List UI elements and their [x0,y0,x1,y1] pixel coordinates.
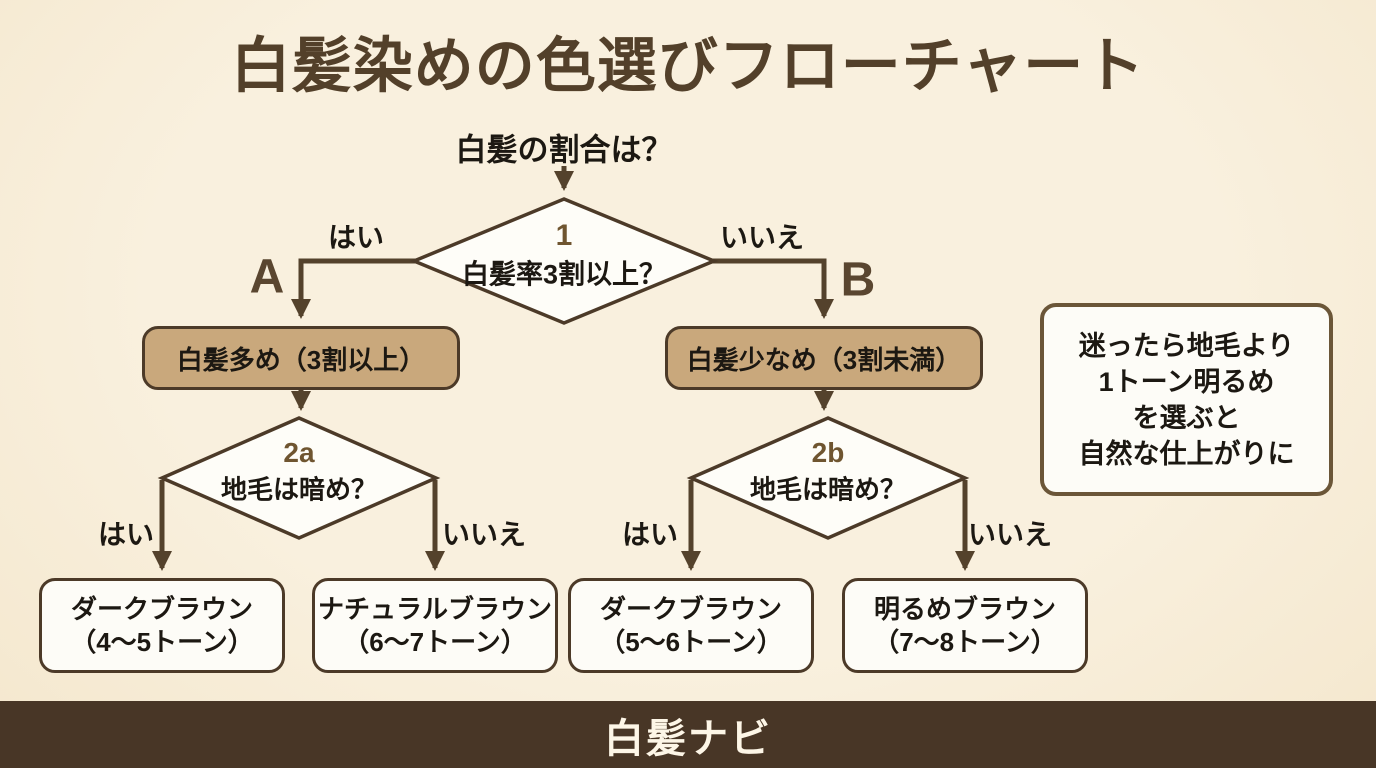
result-name: ダークブラウン [70,593,253,624]
tip-line: を選ぶと [1132,402,1241,433]
state-box-few-gray-label: 白髪少なめ（3割未満） [686,344,962,375]
result-tone: （4〜5トーン） [70,626,254,657]
page-title: 白髪染めの色選びフローチャート [230,32,1146,100]
footer-bar: 白髪ナビ [0,701,1376,768]
result-name: ナチュラルブラウン [317,593,552,624]
decision2a-number: 2a [283,437,315,468]
tip-line: 1トーン明るめ [1098,366,1275,397]
connector-decision1-yes [291,258,416,319]
connector-decision1-no [712,258,834,319]
result-dark-brown-a: ダークブラウン （4〜5トーン） [39,578,285,673]
result-light-brown: 明るめブラウン （7〜8トーン） [842,578,1088,673]
tip-line: 迷ったら地毛より [1078,330,1295,361]
result-tone: （7〜8トーン） [873,626,1057,657]
decision1-yes-label: はい [327,222,385,253]
decision1-question: 白髪率3割以上？ [461,259,667,290]
decision2b-diamond [686,416,970,540]
decision1-diamond [409,197,719,325]
decision2a-diamond [157,416,441,540]
state-box-few-gray: 白髪少なめ（3割未満） [665,326,983,390]
branch-a-letter: A [249,250,285,304]
start-question: 白髪の割合は？ [455,132,673,168]
decision1-number: 1 [555,219,573,252]
state-box-many-gray: 白髪多め（3割以上） [142,326,460,390]
decision2b-no-label: いいえ [967,519,1053,550]
decision2b-number: 2b [811,437,845,468]
result-natural-brown: ナチュラルブラウン （6〜7トーン） [312,578,558,673]
decision2a-yes-label: はい [97,519,155,550]
decision2a-question: 地毛は暗め？ [220,474,378,505]
result-dark-brown-b: ダークブラウン （5〜6トーン） [568,578,814,673]
decision2b-question: 地毛は暗め？ [749,474,907,505]
tip-line: 自然な仕上がりに [1078,438,1295,469]
decision2b-yes-label: はい [621,519,679,550]
footer-brand: 白髪ナビ [604,716,772,761]
result-name: ダークブラウン [599,593,782,624]
result-tone: （5〜6トーン） [599,626,783,657]
decision2a-no-label: いいえ [441,519,527,550]
tip-note-box: 迷ったら地毛より 1トーン明るめ を選ぶと 自然な仕上がりに [1040,303,1333,496]
result-tone: （6〜7トーン） [343,626,527,657]
result-name: 明るめブラウン [873,593,1056,624]
decision1-no-label: いいえ [719,222,805,253]
branch-b-letter: B [840,253,876,307]
state-box-many-gray-label: 白髪多め（3割以上） [176,344,426,375]
